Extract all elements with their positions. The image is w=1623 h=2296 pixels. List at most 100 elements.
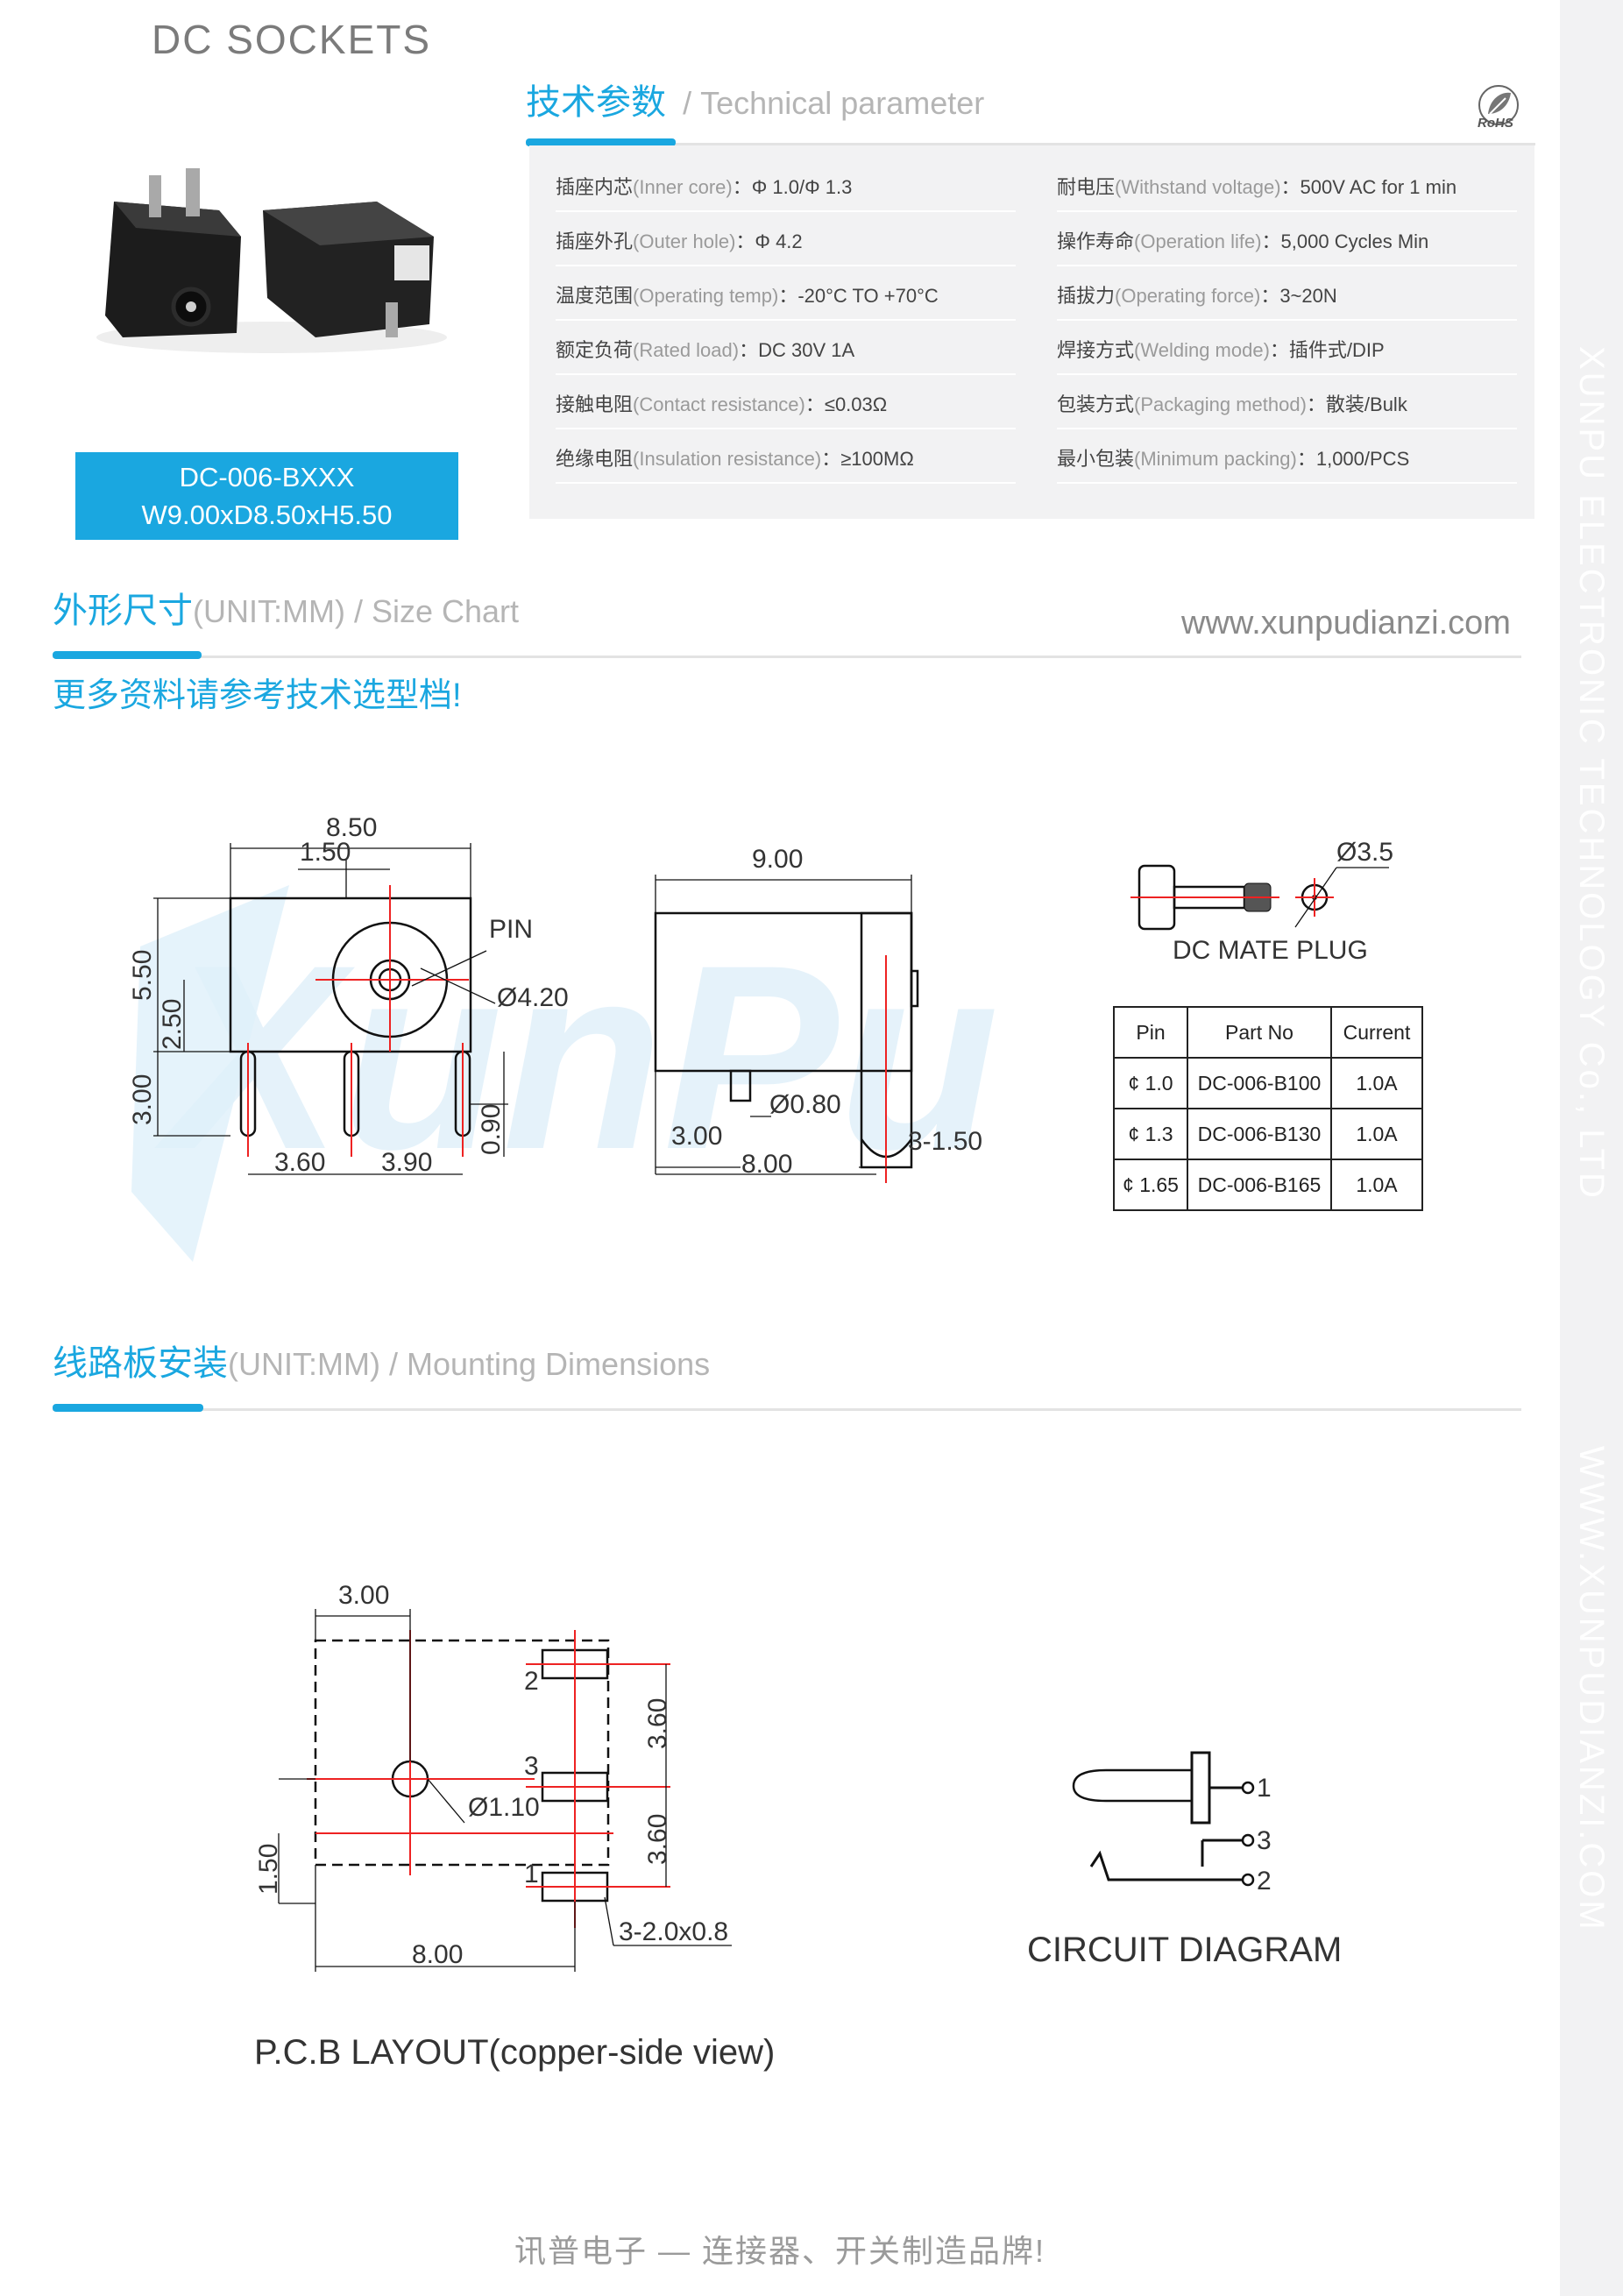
param-en: (Contact resistance): [633, 393, 805, 415]
param-val: ：≤0.03Ω: [804, 393, 888, 415]
param-row: 温度范围(Operating temp)：-20°C TO +70°C: [556, 273, 1016, 321]
param-en: (Operating temp): [633, 285, 779, 307]
param-en: (Rated load): [633, 339, 740, 361]
param-cn: 插拔力: [1057, 285, 1116, 307]
circuit-node-2: 2: [1257, 1867, 1272, 1896]
table-cell: 1.0A: [1330, 1057, 1423, 1109]
param-val: ：Φ 1.0/Φ 1.3: [732, 176, 853, 198]
circuit-caption: CIRCUIT DIAGRAM: [1027, 1931, 1342, 1969]
watermark-text: XunPu: [154, 910, 999, 1204]
pcb-pin-1: 1: [524, 1860, 539, 1889]
pcb-layout: 3.00 2 3 1 Ø1.10 3.60 3.60 1.50 8.00 3-2…: [254, 1581, 732, 1972]
part-table: Pin Part No Current ¢ 1.0 DC-006-B100 1.…: [1113, 1006, 1423, 1211]
side-dim-pin-width: 3-1.50: [908, 1127, 982, 1156]
param-en: (Packaging method): [1134, 393, 1307, 415]
param-en: (Minimum packing): [1134, 448, 1297, 470]
param-row: 焊接方式(Welding mode)：插件式/DIP: [1057, 328, 1517, 375]
param-cn: 接触电阻: [556, 393, 634, 415]
table-cell: 1.0A: [1330, 1108, 1423, 1160]
table-header: Current: [1330, 1006, 1423, 1059]
pcb-pin-3: 3: [524, 1752, 539, 1781]
reference-note: 更多资料请参考技术选型档!: [53, 677, 462, 714]
table-cell: DC-006-B165: [1187, 1159, 1332, 1211]
param-cn: 操作寿命: [1057, 230, 1135, 252]
param-en: (Inner core): [633, 176, 733, 198]
doc-title: DC SOCKETS: [152, 17, 432, 62]
param-row: 绝缘电阻(Insulation resistance)：≥100MΩ: [556, 436, 1016, 484]
dim-spacing-2: 3.90: [381, 1148, 432, 1177]
tech-title-cn: 技术参数: [526, 83, 666, 122]
param-en: (Insulation resistance): [633, 448, 822, 470]
model-number: DC-006-BXXX: [179, 462, 355, 493]
param-val: ：3~20N: [1260, 285, 1337, 307]
dim-spacing-1: 3.60: [274, 1148, 325, 1177]
dim-width: 8.50: [326, 813, 377, 842]
footer-slogan: 讯普电子 — 连接器、开关制造品牌!: [514, 2233, 1045, 2269]
side-dim-depth: 9.00: [752, 845, 803, 874]
param-row: 耐电压(Withstand voltage)：500V AC for 1 min: [1057, 165, 1517, 212]
rohs-badge: RoHS: [1472, 82, 1525, 135]
table-cell: DC-006-B130: [1187, 1108, 1332, 1160]
param-row: 接触电阻(Contact resistance)：≤0.03Ω: [556, 382, 1016, 429]
rohs-leaf-icon: [1478, 85, 1519, 125]
website-url: www.xunpudianzi.com: [1181, 605, 1511, 641]
tech-rule: [526, 143, 1535, 145]
tech-rule-accent: [526, 138, 676, 146]
table-header-row: Pin Part No Current: [1113, 1006, 1423, 1059]
param-row: 插拔力(Operating force)：3~20N: [1057, 273, 1517, 321]
pcb-slot: 3-2.0x0.8: [619, 1917, 728, 1946]
circuit-node-1: 1: [1257, 1774, 1272, 1803]
table-row: ¢ 1.0 DC-006-B100 1.0A: [1113, 1057, 1423, 1109]
circuit-node-3: 3: [1257, 1826, 1272, 1855]
side-dim-length: 8.00: [741, 1150, 792, 1179]
mate-plug: Ø3.5 DC MATE PLUG: [1130, 838, 1393, 965]
table-header: Part No: [1187, 1006, 1332, 1059]
param-en: (Operation life): [1134, 230, 1262, 252]
size-rule-accent: [53, 651, 202, 659]
pcb-dim-bottom: 8.00: [412, 1940, 463, 1969]
table-cell: ¢ 1.65: [1113, 1159, 1188, 1211]
table-cell: ¢ 1.3: [1113, 1108, 1188, 1160]
param-cn: 插座外孔: [556, 230, 634, 252]
param-cn: 插座内芯: [556, 176, 634, 198]
mounting-rule-accent: [53, 1404, 203, 1412]
dim-pin-offset: 1.50: [300, 838, 351, 867]
dim-center-height: 2.50: [158, 999, 187, 1050]
pcb-pin-2: 2: [524, 1667, 539, 1696]
dim-hole: Ø4.20: [497, 983, 569, 1012]
param-row: 额定负荷(Rated load)：DC 30V 1A: [556, 328, 1016, 375]
param-val: ：-20°C TO +70°C: [778, 285, 939, 307]
pcb-caption: P.C.B LAYOUT(copper-side view): [254, 2033, 775, 2072]
mounting-title-cn: 线路板安装: [53, 1344, 228, 1383]
param-row: 最小包装(Minimum packing)：1,000/PCS: [1057, 436, 1517, 484]
mounting-rule: [53, 1408, 1521, 1411]
side-dim-offset: 3.00: [671, 1122, 722, 1151]
param-val: ：≥100MΩ: [821, 448, 914, 470]
model-size: W9.00xD8.50xH5.50: [141, 500, 393, 530]
circuit-diagram: 1 3 2 CIRCUIT DIAGRAM: [1027, 1751, 1342, 1969]
mounting-drawing: 3.00 2 3 1 Ø1.10 3.60 3.60 1.50 8.00 3-2…: [254, 1581, 1342, 2072]
side-company-text: XUNPU ELECTRONIC TECHNOLOGY Co., LTD: [1572, 346, 1611, 1201]
param-cn: 耐电压: [1057, 176, 1116, 198]
rohs-label: RoHS: [1478, 116, 1513, 131]
param-val: ：插件式/DIP: [1269, 339, 1385, 361]
param-cn: 焊接方式: [1057, 339, 1135, 361]
param-en: (Welding mode): [1134, 339, 1270, 361]
size-rule: [53, 655, 1521, 658]
model-box: DC-006-BXXX W9.00xD8.50xH5.50: [75, 452, 458, 540]
pcb-hole: Ø1.10: [468, 1793, 540, 1822]
table-cell: ¢ 1.0: [1113, 1057, 1188, 1109]
dim-leg-width: 0.90: [477, 1104, 506, 1155]
size-chart-drawing: XunPu 8.50 1.50 PIN Ø4.20: [128, 813, 1393, 1262]
param-cn: 最小包装: [1057, 448, 1135, 470]
size-title-en: (UNIT:MM) / Size Chart: [193, 593, 520, 629]
param-val: ：1,000/PCS: [1296, 448, 1410, 470]
pcb-spacing-2: 3.60: [643, 1814, 672, 1865]
param-val: ：5,000 Cycles Min: [1261, 230, 1429, 252]
product-photo: [88, 158, 456, 359]
param-val: ：散装/Bulk: [1306, 393, 1407, 415]
table-cell: DC-006-B100: [1187, 1057, 1332, 1109]
mounting-title-en: (UNIT:MM) / Mounting Dimensions: [228, 1346, 711, 1382]
side-view: 9.00 Ø0.80 3.00 8.00 3-1.50: [654, 845, 982, 1183]
dim-height: 5.50: [128, 950, 157, 1001]
